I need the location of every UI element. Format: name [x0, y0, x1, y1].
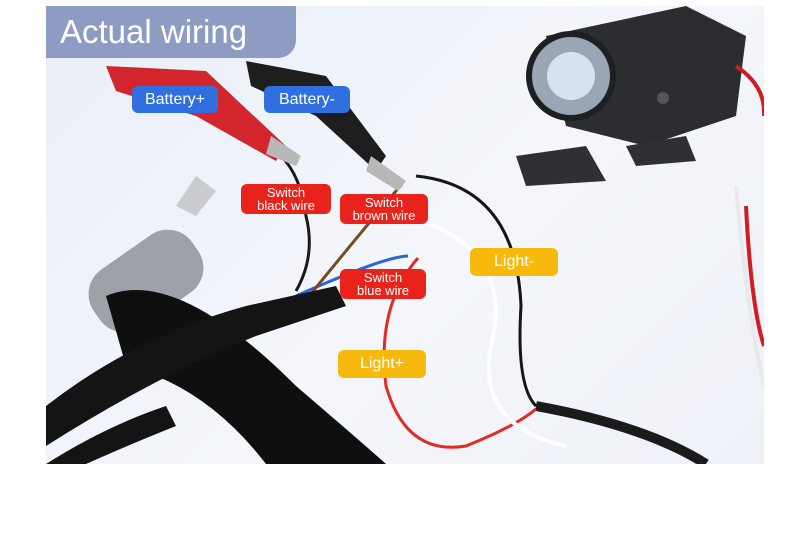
light-fixture — [516, 6, 764, 186]
switch-blue-line2: blue wire — [356, 283, 410, 298]
switch-brown-line2: brown wire — [352, 208, 416, 223]
title-banner: Actual wiring — [46, 6, 296, 58]
switch-black-line2: black wire — [257, 198, 315, 213]
switch-black-line1: Switch — [266, 185, 306, 200]
switch-brown-wire-label: Switch brown wire — [340, 194, 428, 224]
black-alligator-clip — [246, 61, 406, 191]
switch-brown-line1: Switch — [364, 195, 404, 210]
wiring-illustration — [46, 6, 764, 464]
switch-blue-line1: Switch — [363, 270, 403, 285]
switch-blue-wire-label: Switch blue wire — [340, 269, 426, 299]
battery-plus-label: Battery+ — [132, 86, 218, 113]
switch-body — [46, 176, 386, 464]
wiring-photo: Actual wiring Battery+ Battery- Switch b… — [46, 6, 764, 464]
light-plus-label: Light+ — [338, 350, 426, 378]
switch-black-wire-label: Switch black wire — [241, 184, 331, 214]
light-minus-label: Light- — [470, 248, 558, 276]
battery-minus-label: Battery- — [264, 86, 350, 113]
